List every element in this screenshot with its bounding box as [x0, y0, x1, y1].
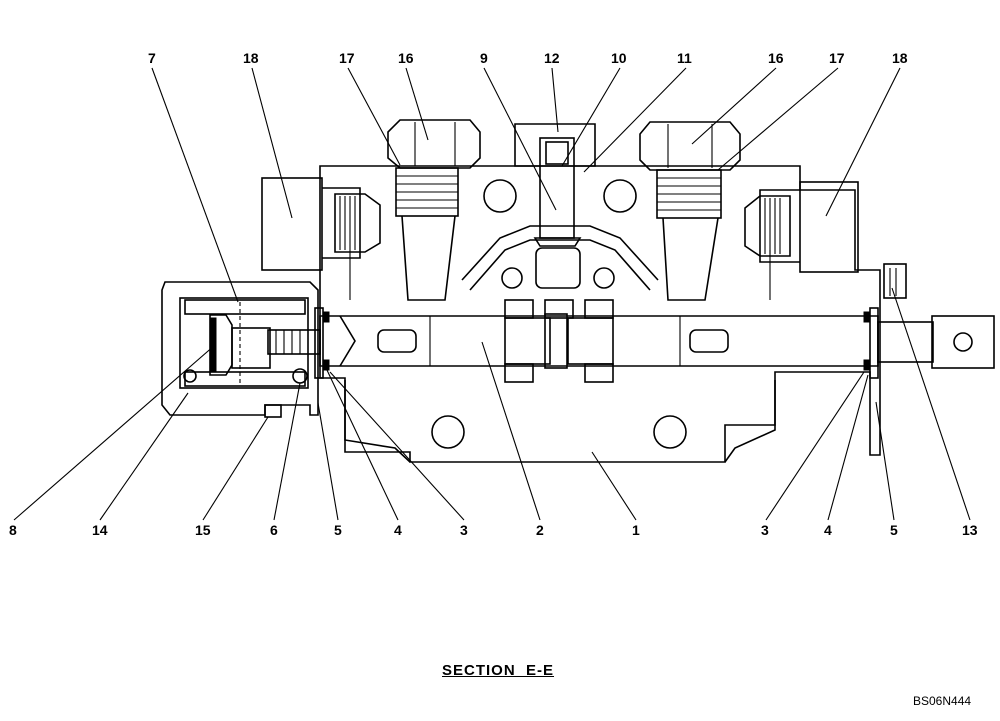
valve-body — [319, 165, 881, 463]
callout-15: 15 — [195, 522, 211, 538]
center-check-valve — [461, 123, 659, 291]
spool-eye-end — [877, 263, 995, 369]
callout-5-left: 5 — [334, 522, 342, 538]
callout-11: 11 — [677, 50, 692, 66]
left-hex-plug — [387, 119, 481, 301]
right-pilot-cap — [744, 181, 859, 273]
spool-seals — [314, 307, 879, 379]
left-pilot-cap — [261, 177, 381, 271]
callout-8: 8 — [9, 522, 17, 538]
callout-10: 10 — [611, 50, 627, 66]
callout-2: 2 — [536, 522, 544, 538]
callout-9: 9 — [480, 50, 488, 66]
callout-12: 12 — [544, 50, 560, 66]
callout-13: 13 — [962, 522, 978, 538]
callout-7: 7 — [148, 50, 156, 66]
callouts-bottom: 8 14 15 6 5 4 3 2 1 3 4 5 13 — [9, 522, 978, 538]
callout-5-right: 5 — [890, 522, 898, 538]
callout-18-left: 18 — [243, 50, 259, 66]
left-spring-cap — [161, 281, 321, 418]
right-hex-plug — [639, 121, 741, 301]
callout-16-left: 16 — [398, 50, 414, 66]
section-title: SECTION E-E — [442, 662, 555, 679]
callout-4-left: 4 — [394, 522, 402, 538]
callout-3-left: 3 — [460, 522, 468, 538]
callout-6: 6 — [270, 522, 278, 538]
drawing-code: BS06N444 — [913, 694, 972, 708]
callout-17-left: 17 — [339, 50, 355, 66]
callout-1: 1 — [632, 522, 640, 538]
callout-17-right: 17 — [829, 50, 845, 66]
callout-4-right: 4 — [824, 522, 832, 538]
callout-18-right: 18 — [892, 50, 908, 66]
main-spool — [319, 299, 879, 383]
callout-16-right: 16 — [768, 50, 784, 66]
passage-holes — [431, 179, 687, 449]
callout-3-right: 3 — [761, 522, 769, 538]
callouts-top: 7 18 17 16 9 12 10 11 16 17 18 — [148, 50, 908, 66]
callout-14: 14 — [92, 522, 108, 538]
leader-lines — [13, 67, 971, 521]
